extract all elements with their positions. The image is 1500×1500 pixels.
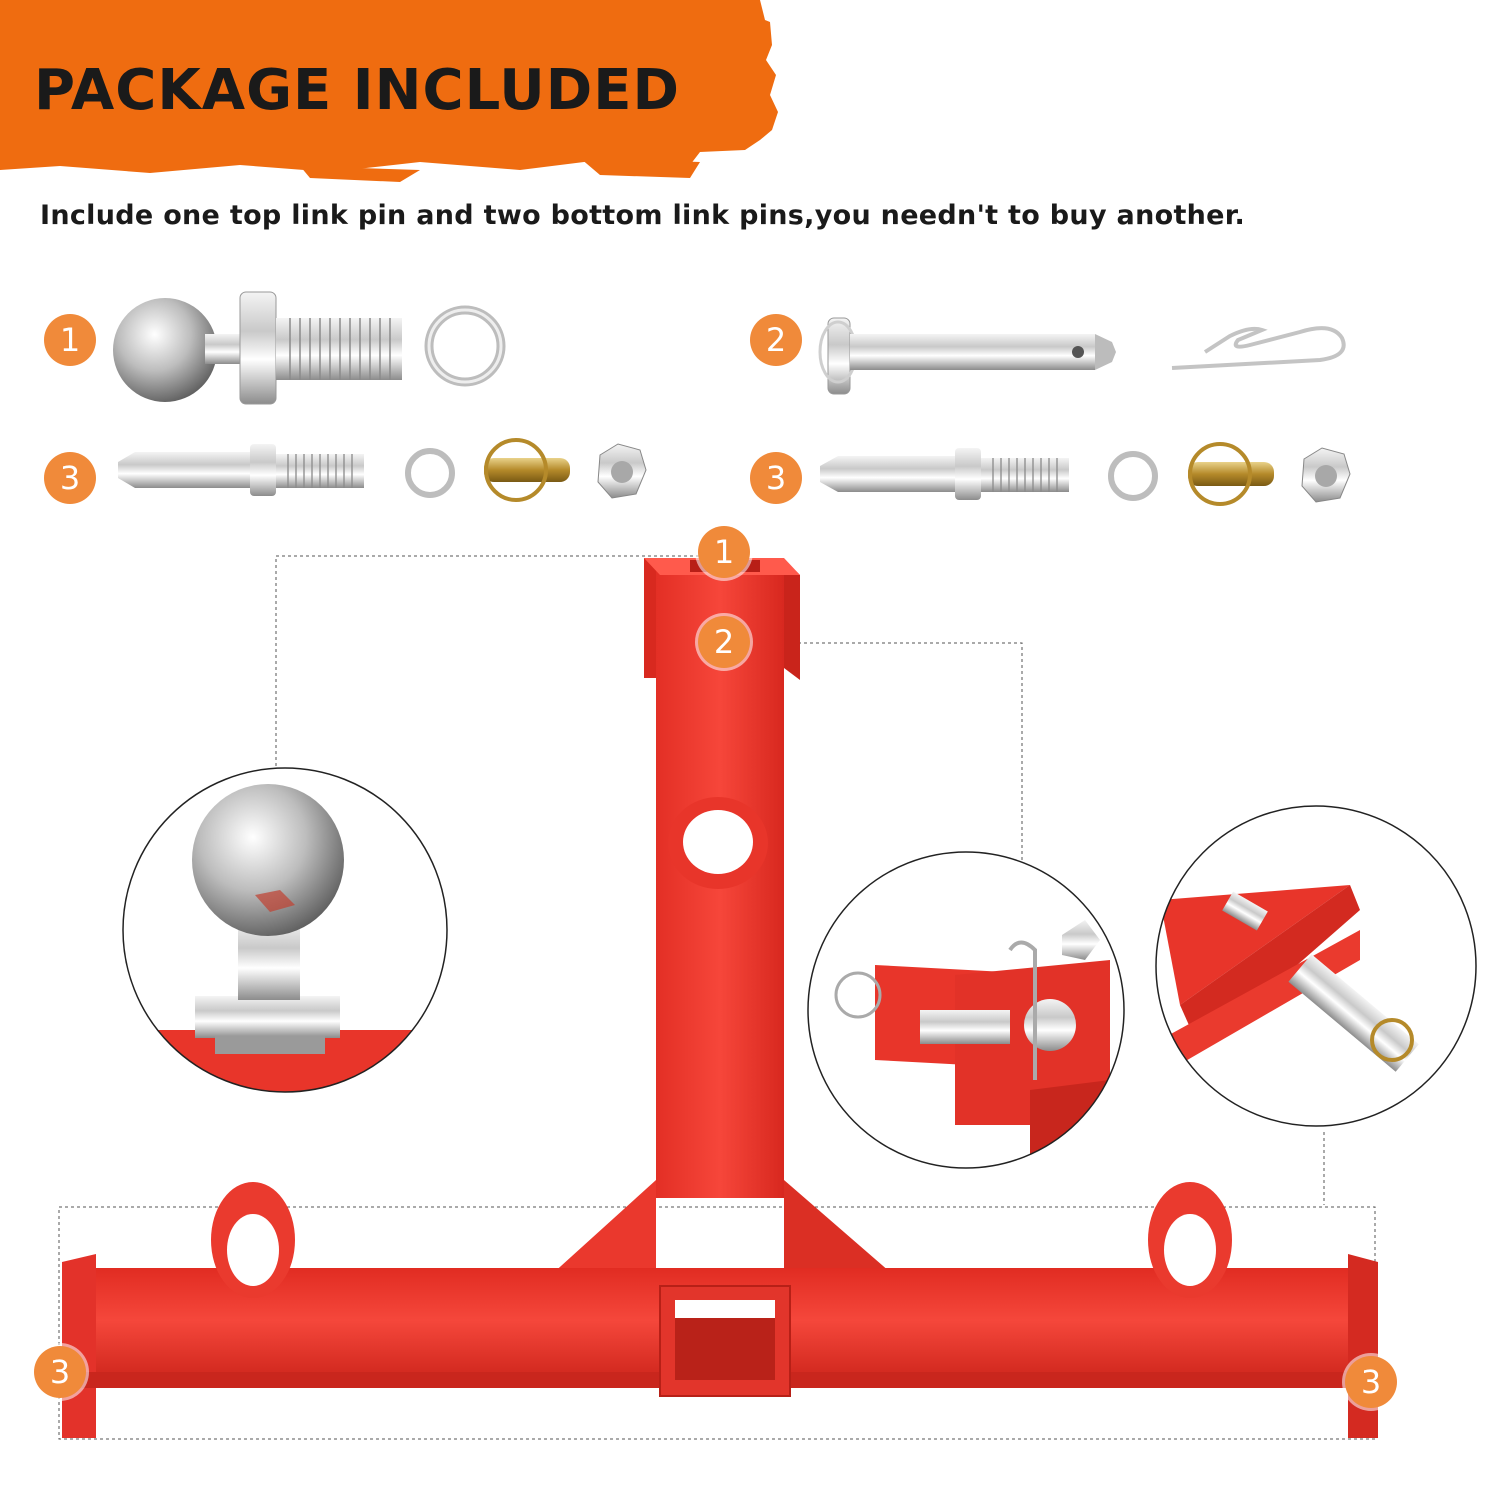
three-point-hitch-frame [62, 558, 1378, 1438]
hex-nut-right-part [1301, 447, 1351, 503]
badge-2-on-hitch: 2 [698, 616, 750, 668]
top-link-pin-part [818, 317, 1116, 395]
package-description: Include one top link pin and two bottom … [40, 200, 1246, 231]
leader-lines [58, 555, 1376, 1440]
detail-top-pin-view [807, 851, 1125, 1169]
hex-nut-left-part [597, 443, 647, 499]
lower-link-pin-left-part [118, 444, 364, 496]
r-clip-part [1171, 326, 1346, 370]
washer-left-part [405, 448, 455, 498]
badge-3-on-hitch-right: 3 [1345, 1356, 1397, 1408]
lower-link-pin-right-part [820, 448, 1069, 500]
badge-1-on-hitch: 1 [698, 526, 750, 578]
linch-pin-right-part [1188, 442, 1274, 506]
linch-pin-left-part [484, 438, 570, 502]
badge-3-lower-link-pin-left: 3 [44, 452, 96, 504]
lock-washer-part [424, 305, 506, 387]
badge-2-top-link-pin: 2 [750, 314, 802, 366]
detail-hitch-ball-view [122, 767, 448, 1093]
title-banner [0, 0, 790, 185]
badge-1-hitch-ball: 1 [44, 314, 96, 366]
hitch-ball-part [113, 291, 402, 405]
detail-lower-pin-view [1155, 805, 1477, 1127]
washer-right-part [1108, 451, 1158, 501]
page-title: PACKAGE INCLUDED [34, 58, 680, 123]
badge-3-on-hitch-left: 3 [34, 1346, 86, 1398]
badge-3-lower-link-pin-right: 3 [750, 452, 802, 504]
